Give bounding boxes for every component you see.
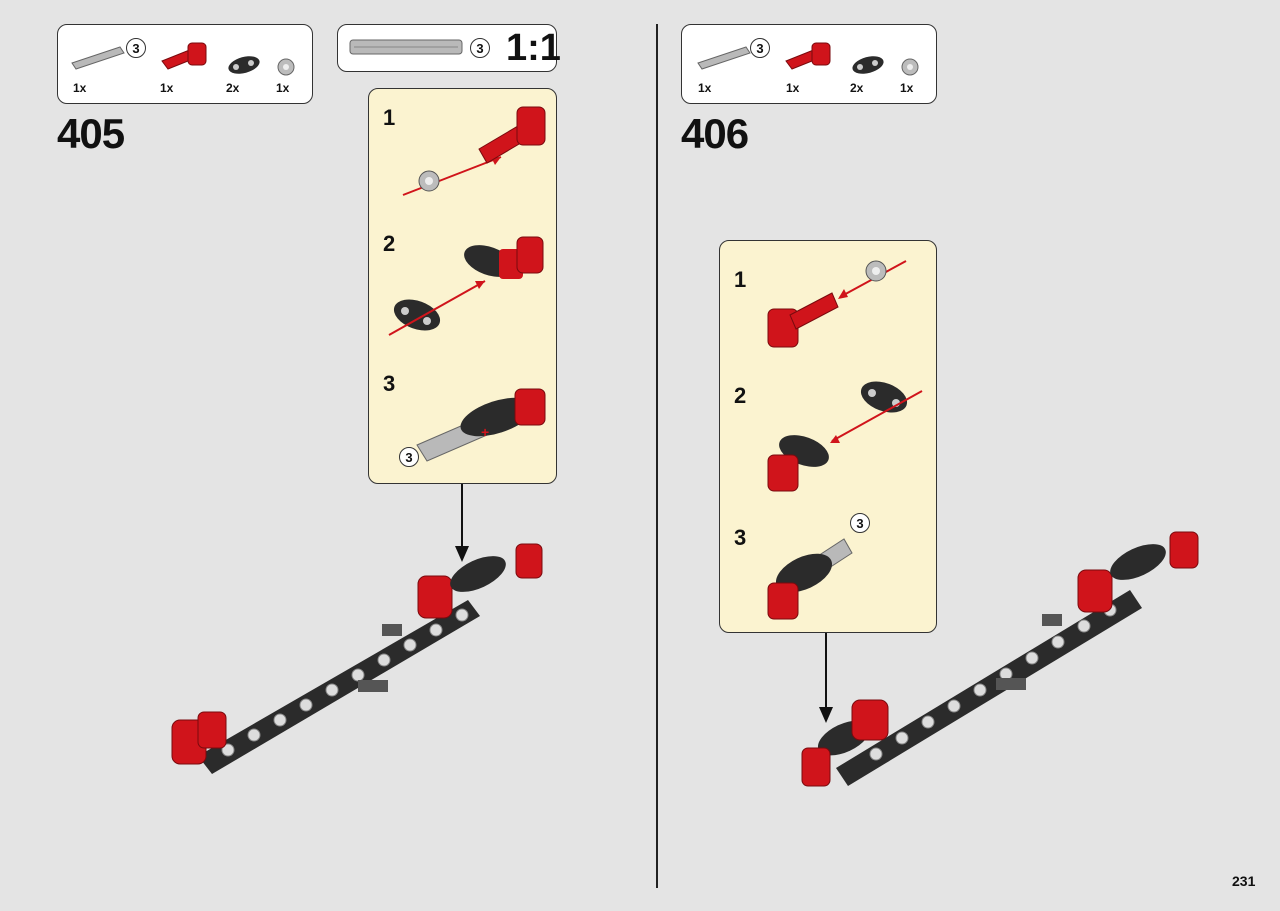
black-liftarm-part-icon bbox=[228, 56, 260, 74]
substep-3-illustration bbox=[767, 538, 853, 620]
grey-bush-part-icon bbox=[901, 58, 919, 76]
red-connector-part-icon bbox=[785, 42, 831, 70]
placement-arrow bbox=[455, 484, 469, 562]
part-qty: 1x bbox=[160, 81, 174, 95]
substep-2-illustration bbox=[767, 381, 923, 492]
scale-callout: 3 1:1 bbox=[337, 24, 561, 72]
parts-callout-405: 3 1x 1x 2x 1x bbox=[57, 24, 313, 104]
substep-number: 3 bbox=[383, 371, 396, 396]
part-qty: 1x bbox=[786, 81, 800, 95]
length-marker: 3 bbox=[850, 513, 870, 533]
part-qty: 2x bbox=[226, 81, 240, 95]
part-qty: 1x bbox=[698, 81, 712, 95]
step-number-406: 406 bbox=[681, 110, 749, 157]
length-marker: 3 bbox=[470, 38, 490, 58]
substep-number: 2 bbox=[383, 231, 396, 256]
parts-callout-406: 3 1x 1x 2x 1x bbox=[681, 24, 937, 104]
part-qty: 2x bbox=[850, 81, 864, 95]
placement-arrow bbox=[819, 633, 833, 723]
substep-panel-406: 1 2 3 3 bbox=[719, 240, 937, 633]
grey-bush-part-icon bbox=[277, 58, 295, 76]
step-number-405: 405 bbox=[57, 110, 125, 157]
length-marker: 3 bbox=[126, 38, 146, 58]
substep-number: 1 bbox=[383, 105, 396, 130]
axle-3-part-icon bbox=[71, 46, 125, 70]
page-divider bbox=[656, 24, 658, 888]
length-marker: 3 bbox=[750, 38, 770, 58]
substep-number: 3 bbox=[734, 525, 747, 550]
assembly-406-illustration bbox=[801, 531, 1199, 787]
part-qty: 1x bbox=[276, 81, 290, 95]
svg-text:+: + bbox=[481, 424, 489, 440]
black-liftarm-part-icon bbox=[852, 56, 884, 74]
page-number: 231 bbox=[1232, 873, 1256, 889]
part-qty: 1x bbox=[900, 81, 914, 95]
assembly-405-illustration bbox=[171, 543, 543, 774]
axle-3-part-icon bbox=[697, 46, 751, 70]
substep-2-illustration bbox=[388, 236, 544, 336]
scale-label: 1:1 bbox=[506, 27, 561, 69]
substep-number: 1 bbox=[734, 267, 747, 292]
substep-1-illustration bbox=[402, 106, 546, 196]
red-connector-part-icon bbox=[161, 42, 207, 70]
axle-1-to-1-icon bbox=[349, 39, 463, 55]
part-qty: 1x bbox=[73, 81, 87, 95]
substep-3-illustration: + bbox=[416, 388, 546, 462]
substep-number: 2 bbox=[734, 383, 747, 408]
substep-1-illustration bbox=[767, 260, 907, 348]
substep-panel-405: 1 2 3 + 3 bbox=[368, 88, 557, 484]
length-marker: 3 bbox=[399, 447, 419, 467]
